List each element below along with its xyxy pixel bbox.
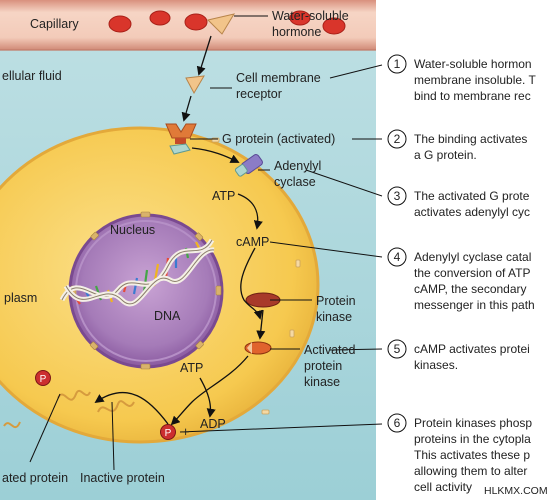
step-number-circle — [387, 247, 407, 267]
step-number: 5 — [394, 342, 401, 356]
hormone-molecule-icon — [185, 75, 205, 95]
step-6-text-line: cell activity — [414, 480, 472, 494]
red-blood-cells — [108, 10, 346, 35]
step-number: 2 — [394, 132, 401, 146]
watermark: HLKMX.COM — [484, 485, 548, 497]
protein-kinase-label-line2: kinase — [316, 310, 352, 324]
receptor-icon — [165, 123, 197, 139]
protein-kinase-label-line1: Protein — [316, 294, 356, 308]
step-number-circle — [387, 413, 407, 433]
step-6: 6 Protein kinases phosp proteins in the cy… — [387, 413, 532, 494]
step-1-text-line: membrane insoluble. T — [414, 73, 537, 87]
dna-label: DNA — [154, 309, 181, 323]
svg-text:P: P — [40, 374, 47, 385]
adp-label: ADP — [200, 417, 226, 431]
capillary-label: Capillary — [30, 17, 79, 31]
activated-kinase-label-line2: protein — [304, 359, 342, 373]
step-2-text-line: The binding activates — [414, 132, 527, 146]
step-number-circle — [387, 186, 407, 206]
receptor-label-line2: receptor — [236, 87, 282, 101]
steps-panel: 1 Water-soluble hormon membrane insoluble.… — [387, 54, 537, 494]
step-number-circle — [387, 339, 407, 359]
step-4: 4 Adenylyl cyclase catal the conversion of… — [387, 247, 535, 312]
nuclear-pores — [70, 211, 222, 370]
step-4-text-line: cAMP, the secondary — [414, 282, 527, 296]
step-3-text-line: activates adenylyl cyc — [414, 205, 530, 219]
g-protein-label: G protein (activated) — [222, 132, 335, 146]
receptor-label-line1: Cell membrane — [236, 71, 321, 85]
hormone-label-line1: Water-soluble — [272, 9, 349, 23]
hormone-label-line2: hormone — [272, 25, 321, 39]
membrane-pores — [211, 137, 301, 415]
adenylyl-label-line1: Adenylyl — [274, 159, 321, 173]
plus-label: + — [182, 425, 189, 439]
step-6-text-line: Protein kinases phosp — [414, 416, 532, 430]
activated-kinase-label-line1: Activated — [304, 343, 355, 357]
inactive-protein-icon — [97, 400, 135, 413]
step-2-text-line: a G protein. — [414, 148, 477, 162]
step-number-circle — [387, 129, 407, 149]
step-6-text-line: allowing them to alter — [414, 464, 527, 478]
atp-bottom-label: ATP — [180, 361, 203, 375]
svg-text:P: P — [165, 428, 172, 439]
pathway-arrows — [94, 35, 266, 426]
step-5-text-line: kinases. — [414, 358, 458, 372]
step-1-text-line: bind to membrane rec — [414, 89, 531, 103]
step-number: 1 — [394, 57, 401, 71]
hormone-molecule-icon — [207, 13, 236, 35]
extracellular-fluid-label: ellular fluid — [2, 69, 62, 83]
activated-protein-label: ated protein — [2, 471, 68, 485]
nucleus-label: Nucleus — [110, 223, 155, 237]
camp-label: cAMP — [236, 235, 269, 249]
g-protein-icon — [169, 143, 191, 155]
adenylyl-label-line2: cyclase — [274, 175, 316, 189]
phosphate-icon: P — [160, 424, 176, 440]
step-3: 3 The activated G prote activates adenylyl… — [387, 186, 530, 219]
step-1: 1 Water-soluble hormon membrane insoluble.… — [387, 54, 537, 103]
step-number-circle — [387, 54, 407, 74]
cytoplasm-label: plasm — [4, 291, 37, 305]
step-5: 5 cAMP activates protei kinases. — [387, 339, 530, 372]
step-4-text-line: the conversion of ATP — [414, 266, 531, 280]
receptor-stem — [175, 138, 186, 144]
inactive-protein-label: Inactive protein — [80, 471, 165, 485]
step-4-text-line: Adenylyl cyclase catal — [414, 250, 531, 264]
activated-kinase-label-line3: kinase — [304, 375, 340, 389]
step-6-text-line: This activates these p — [414, 448, 530, 462]
step-1-text-line: Water-soluble hormon — [414, 57, 532, 71]
step-5-text-line: cAMP activates protei — [414, 342, 530, 356]
dna-helix — [59, 238, 215, 307]
adenylyl-cyclase-icon — [234, 154, 263, 177]
phosphate-icon: P — [35, 370, 51, 386]
step-number: 6 — [394, 416, 401, 430]
step-6-text-line: proteins in the cytopla — [414, 432, 531, 446]
camp-bound-icon — [247, 342, 252, 354]
callout-lines — [29, 15, 383, 471]
step-2: 2 The binding activates a G protein. — [387, 129, 527, 162]
step-number: 3 — [394, 189, 401, 203]
step-number: 4 — [394, 250, 401, 264]
step-3-text-line: The activated G prote — [414, 189, 530, 203]
activated-protein-icon — [57, 389, 91, 401]
activated-protein-icon — [3, 421, 21, 429]
step-4-text-line: messenger in this path — [414, 298, 535, 312]
atp-label: ATP — [212, 189, 235, 203]
